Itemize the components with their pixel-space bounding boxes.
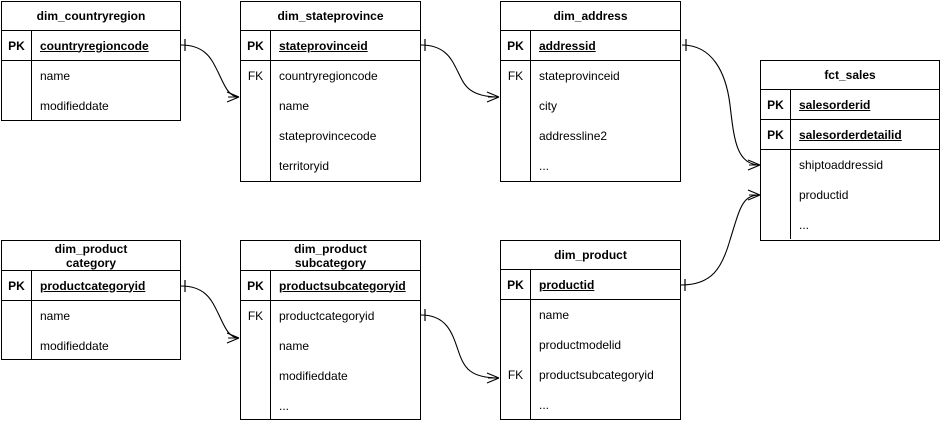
attribute-block: FK stateprovinceid city addressline2 ... <box>501 61 680 181</box>
primary-key-row[interactable]: PK productsubcategoryid <box>241 271 420 301</box>
attribute: ... <box>539 159 550 173</box>
relationship-countryregion-stateprovince <box>180 39 240 103</box>
relationship-subcategory-product <box>420 309 500 384</box>
entity-title: dim_product <box>501 241 680 270</box>
attribute-block: name modifieddate <box>2 61 180 120</box>
entity-fct-sales[interactable]: fct_sales PK salesorderid PK salesorderd… <box>760 60 940 241</box>
attribute-block: name modifieddate <box>2 301 180 359</box>
entity-dim-productsubcategory[interactable]: dim_product subcategory PK productsubcat… <box>240 240 421 420</box>
primary-key-row[interactable]: PK stateprovinceid <box>241 31 420 61</box>
entity-title: fct_sales <box>761 61 939 90</box>
attribute: name <box>40 69 71 83</box>
attribute: name <box>279 99 310 113</box>
primary-key-row[interactable]: PK productid <box>501 270 680 300</box>
attribute-list: name modifieddate <box>32 301 180 359</box>
primary-key-row[interactable]: PK salesorderid <box>761 90 939 120</box>
attribute: productcategoryid <box>279 309 375 323</box>
entity-dim-countryregion[interactable]: dim_countryregion PK countryregioncode n… <box>1 1 181 121</box>
key-tag: PK <box>2 31 32 60</box>
attribute-list: name productmodelid productsubcategoryid… <box>531 300 680 419</box>
relationship-productcategory-subcategory <box>180 280 240 344</box>
attribute-block: shiptoaddressid productid ... <box>761 150 939 239</box>
entity-dim-product[interactable]: dim_product PK productid FK name product… <box>500 240 681 420</box>
key-tag: PK <box>501 31 531 60</box>
attribute: ... <box>539 398 550 412</box>
attribute: territoryid <box>279 159 330 173</box>
attribute: name <box>40 309 71 323</box>
attribute-list: productcategoryid name modifieddate ... <box>271 301 420 419</box>
attribute-block: FK countryregioncode name stateprovincec… <box>241 61 420 181</box>
primary-key-row[interactable]: PK addressid <box>501 31 680 61</box>
attribute: stateprovinceid <box>539 69 620 83</box>
key-column-name: salesorderdetailid <box>799 127 902 142</box>
foreign-key-column: FK <box>501 300 531 419</box>
fk-tag: FK <box>247 309 264 323</box>
attribute: addressline2 <box>539 129 608 143</box>
key-column-name: salesorderid <box>799 97 871 112</box>
entity-title: dim_stateprovince <box>241 2 420 31</box>
attribute-list: name modifieddate <box>32 61 180 120</box>
key-column-name: addressid <box>539 38 596 53</box>
attribute: productsubcategoryid <box>539 368 654 382</box>
attribute: modifieddate <box>40 99 109 113</box>
foreign-key-column: FK <box>241 301 271 419</box>
attribute: modifieddate <box>40 339 109 353</box>
primary-key-row[interactable]: PK salesorderdetailid <box>761 120 939 150</box>
attribute: productmodelid <box>539 338 622 352</box>
attribute: productid <box>799 188 849 202</box>
primary-key-row[interactable]: PK countryregioncode <box>2 31 180 61</box>
fk-tag: FK <box>507 368 524 382</box>
attribute-list: countryregioncode name stateprovincecode… <box>271 61 420 181</box>
attribute: name <box>279 339 310 353</box>
relationship-product-fctsales <box>680 189 761 291</box>
relationship-stateprovince-address <box>420 39 500 103</box>
attribute: stateprovincecode <box>279 129 377 143</box>
key-tag: PK <box>2 271 32 300</box>
entity-title: dim_countryregion <box>2 2 180 31</box>
foreign-key-column: FK <box>501 61 531 181</box>
foreign-key-column <box>2 61 32 120</box>
entity-title: dim_product category <box>2 241 180 271</box>
attribute-block: FK name productmodelid productsubcategor… <box>501 300 680 419</box>
attribute: countryregioncode <box>279 69 378 83</box>
entity-title: dim_product subcategory <box>241 241 420 271</box>
attribute: city <box>539 99 557 113</box>
foreign-key-column <box>761 150 791 239</box>
key-tag: PK <box>501 270 531 299</box>
foreign-key-column <box>2 301 32 359</box>
key-column-name: stateprovinceid <box>279 38 368 53</box>
fk-tag: FK <box>507 69 524 83</box>
attribute: shiptoaddressid <box>799 158 884 172</box>
key-tag: PK <box>761 90 791 119</box>
key-column-name: productcategoryid <box>40 278 146 293</box>
key-column-name: countryregioncode <box>40 38 149 53</box>
primary-key-row[interactable]: PK productcategoryid <box>2 271 180 301</box>
relationship-address-fctsales <box>681 39 761 171</box>
key-tag: PK <box>761 120 791 149</box>
attribute: ... <box>279 399 290 413</box>
entity-dim-stateprovince[interactable]: dim_stateprovince PK stateprovinceid FK … <box>240 1 421 182</box>
key-tag: PK <box>241 271 271 300</box>
attribute-list: shiptoaddressid productid ... <box>791 150 939 239</box>
attribute-list: stateprovinceid city addressline2 ... <box>531 61 680 181</box>
key-tag: PK <box>241 31 271 60</box>
key-column-name: productsubcategoryid <box>279 278 406 293</box>
fk-tag: FK <box>247 69 264 83</box>
entity-dim-productcategory[interactable]: dim_product category PK productcategoryi… <box>1 240 181 360</box>
attribute: ... <box>799 218 810 232</box>
entity-dim-address[interactable]: dim_address PK addressid FK stateprovinc… <box>500 1 681 182</box>
attribute: modifieddate <box>279 369 348 383</box>
foreign-key-column: FK <box>241 61 271 181</box>
entity-title: dim_address <box>501 2 680 31</box>
attribute-block: FK productcategoryid name modifieddate .… <box>241 301 420 419</box>
attribute: name <box>539 308 570 322</box>
key-column-name: productid <box>539 277 595 292</box>
